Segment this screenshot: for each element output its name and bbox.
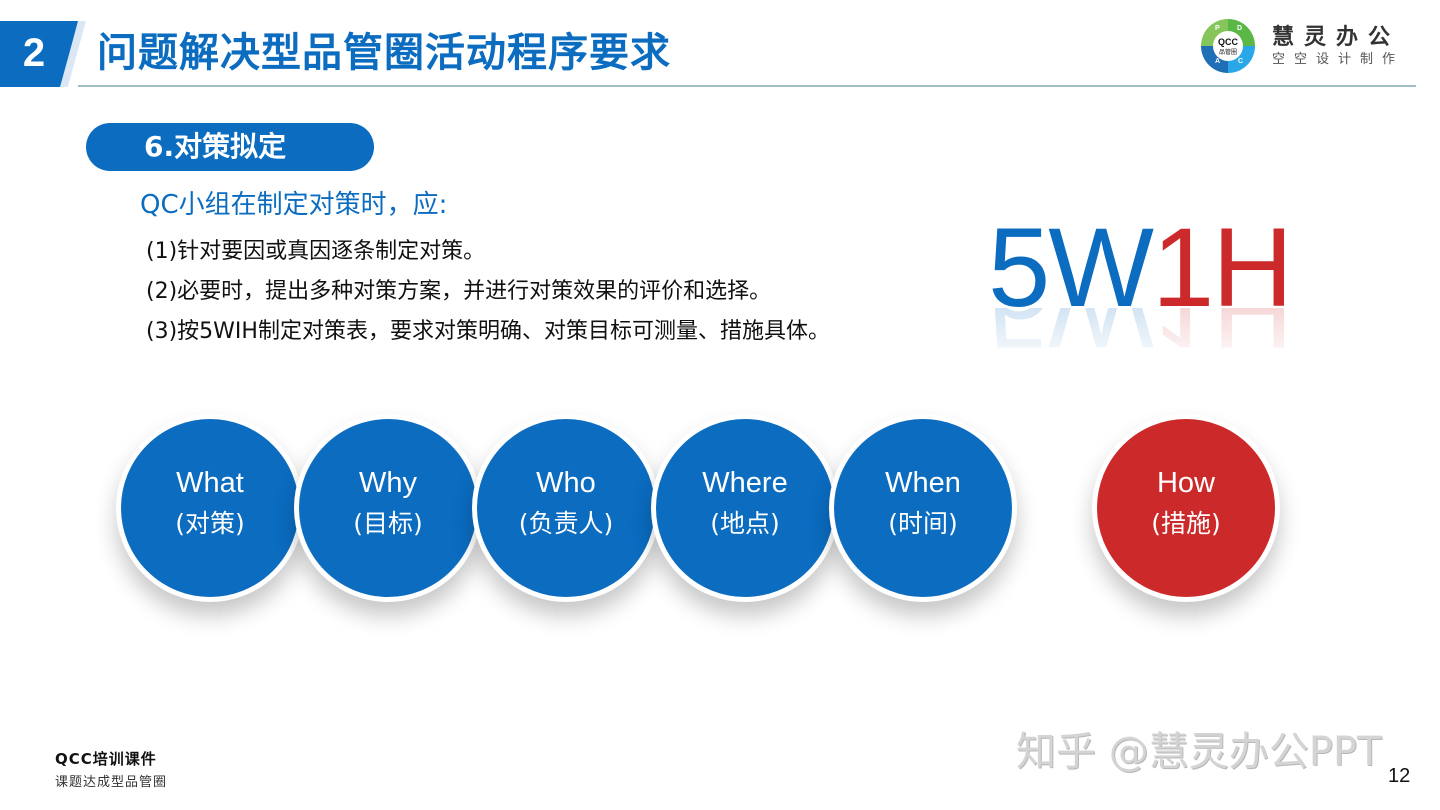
- logo-letter-d: D: [1237, 25, 1243, 32]
- brand-name: 慧灵办公: [1272, 25, 1401, 50]
- circle-zh-label: (目标): [353, 509, 423, 538]
- logo-letter-c: C: [1238, 58, 1244, 65]
- circle-en-label: Where: [702, 467, 788, 499]
- watermark: 知乎 @慧灵办公PPT: [1016, 729, 1382, 775]
- logo-subtext: 品管圈: [1218, 49, 1237, 56]
- requirement-item: (3)按5WIH制定对策表，要求对策明确、对策目标可测量、措施具体。: [146, 319, 830, 344]
- page-number: 12: [1388, 765, 1411, 787]
- requirement-item: (1)针对要因或真因逐条制定对策。: [146, 239, 486, 264]
- circle-who: Who (负责人): [472, 414, 660, 602]
- footer-course-subtitle: 课题达成型品管圈: [55, 775, 168, 790]
- circle-en-label: What: [176, 467, 244, 499]
- logo-center: QCC 品管圈: [1213, 31, 1243, 61]
- circle-zh-label: (负责人): [518, 509, 614, 538]
- circle-zh-label: (措施): [1151, 509, 1221, 538]
- requirement-item: (2)必要时，提出多种对策方案，并进行对策效果的评价和选择。: [146, 279, 772, 304]
- circle-when: When (时间): [829, 414, 1017, 602]
- brand-subtitle: 空空设计制作: [1272, 52, 1405, 67]
- headline-5w: 5W: [988, 205, 1154, 330]
- logo-letter-a: A: [1215, 58, 1221, 65]
- 5w1h-headline: 5W1H: [988, 205, 1293, 330]
- section-label-pill: 6.对策拟定: [86, 123, 374, 171]
- requirements-list: (1)针对要因或真因逐条制定对策。 (2)必要时，提出多种对策方案，并进行对策效…: [146, 232, 830, 352]
- circle-en-label: How: [1156, 467, 1215, 499]
- circle-en-label: Why: [359, 467, 417, 499]
- 5w1h-reflection: 5W1H: [988, 308, 1291, 368]
- circle-en-label: When: [885, 467, 961, 499]
- footer-course-title: QCC培训课件: [55, 750, 157, 768]
- circle-how: How (措施): [1092, 414, 1280, 602]
- circle-why: Why (目标): [294, 414, 482, 602]
- intro-text: QC小组在制定对策时，应:: [140, 190, 448, 220]
- circle-en-label: Who: [536, 467, 596, 499]
- logo-letter-p: P: [1215, 25, 1220, 32]
- circle-where: Where (地点): [651, 414, 839, 602]
- circle-what: What (对策): [116, 414, 304, 602]
- headline-1h: 1H: [1152, 205, 1293, 330]
- circle-zh-label: (地点): [710, 509, 780, 538]
- circle-zh-label: (对策): [175, 509, 245, 538]
- page-title: 问题解决型品管圈活动程序要求: [97, 30, 671, 76]
- header-divider: [78, 85, 1416, 87]
- logo-text: QCC: [1218, 37, 1238, 47]
- circle-zh-label: (时间): [888, 509, 958, 538]
- section-number: 2: [22, 31, 46, 75]
